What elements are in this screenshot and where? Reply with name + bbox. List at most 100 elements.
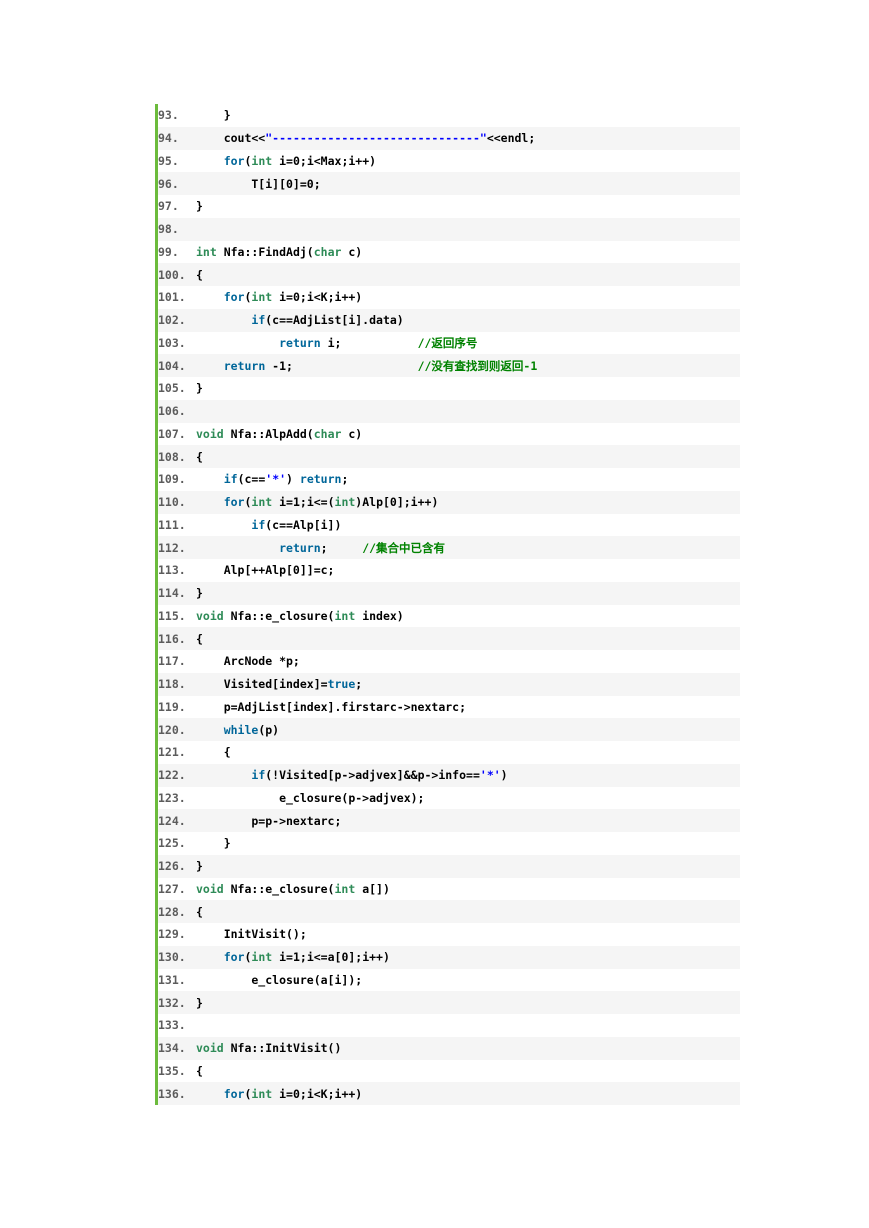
code-token: p=AdjList[index].firstarc->nextarc; (196, 699, 467, 714)
code-token: int (251, 1086, 273, 1101)
code-line: 126.} (158, 854, 740, 878)
line-number: 104. (158, 358, 186, 373)
code-line: 98. (158, 217, 740, 241)
code-token: c) (341, 426, 363, 441)
code-line: 122. if(!Visited[p->adjvex]&&p->info=='*… (158, 763, 740, 787)
line-number: 123. (158, 790, 186, 805)
code-token: for (223, 950, 245, 965)
code-line: 106. (158, 399, 740, 423)
code-token: return (223, 358, 266, 373)
line-number: 97. (158, 199, 179, 214)
code-line: 103. return i; //返回序号 (158, 332, 740, 355)
code-token: <<endl; (486, 131, 536, 146)
code-token: '*' (265, 472, 287, 487)
code-token: ( (244, 290, 252, 305)
line-number: 111. (158, 517, 186, 532)
code-line: 101. for(int i=0;i<K;i++) (158, 286, 740, 309)
code-token: if (223, 472, 238, 487)
code-line: 124. p=p->nextarc; (158, 809, 740, 832)
code-token: index) (355, 608, 404, 623)
line-code: } (196, 199, 203, 213)
code-token: } (196, 586, 203, 601)
code-token: for (223, 290, 245, 305)
line-number: 118. (158, 677, 186, 692)
code-line: 130. for(int i=1;i<=a[0];i++) (158, 945, 740, 969)
line-number: 113. (158, 563, 186, 578)
line-code: for(int i=0;i<K;i++) (196, 290, 363, 305)
code-token: int (334, 495, 356, 510)
line-number: 131. (158, 972, 186, 987)
code-token: e_closure(a[i]); (196, 972, 363, 987)
code-line: 121. { (158, 741, 740, 764)
line-number: 103. (158, 335, 186, 350)
code-line: 135. { (158, 1060, 740, 1083)
code-token: if (251, 313, 266, 328)
code-token: (p) (258, 722, 280, 737)
line-number: 134. (158, 1041, 186, 1056)
code-line: 129. InitVisit(); (158, 923, 740, 946)
code-token: ) (286, 472, 300, 487)
code-token: (c==AdjList[i].data) (265, 313, 404, 328)
code-token: )Alp[0];i++) (355, 495, 439, 510)
code-token: ) (500, 768, 508, 783)
line-number: 114. (158, 586, 186, 601)
code-token (196, 359, 224, 373)
line-code: T[i][0]=0; (196, 177, 320, 191)
line-code: InitVisit(); (196, 927, 307, 941)
code-line: 105.} (158, 377, 740, 400)
code-token: c) (341, 244, 363, 259)
code-token: ( (244, 1086, 252, 1101)
code-token: '*' (479, 768, 501, 783)
code-line: 113. Alp[++Alp[0]]=c; (158, 559, 740, 582)
code-line: 102. if(c==AdjList[i].data) (158, 308, 740, 332)
line-code: Visited[index]=true; (196, 677, 363, 691)
line-code: e_closure(p->adjvex); (196, 791, 424, 805)
code-line: 96. T[i][0]=0; (158, 172, 740, 195)
code-token: int (334, 881, 356, 896)
code-token (196, 541, 279, 555)
code-token: int (251, 153, 273, 168)
code-token: p=p->nextarc; (196, 813, 342, 828)
code-token (196, 1087, 224, 1101)
code-token (196, 723, 224, 737)
line-number: 95. (158, 153, 179, 168)
line-number: 99. (158, 244, 179, 259)
code-token: Nfa::e_closure( (223, 881, 335, 896)
code-line: 112. return; //集合中已含有 (158, 536, 740, 559)
line-number: 129. (158, 927, 186, 942)
code-token: void (196, 1041, 224, 1056)
code-token: while (223, 722, 259, 737)
code-token: } (196, 995, 203, 1010)
line-code: void Nfa::AlpAdd(char c) (196, 427, 362, 441)
code-token: int (251, 495, 273, 510)
line-code: ArcNode *p; (196, 654, 300, 668)
line-number: 101. (158, 290, 186, 305)
line-number: 135. (158, 1063, 186, 1078)
line-number: 98. (158, 222, 179, 237)
line-number: 108. (158, 449, 186, 464)
code-token (196, 495, 224, 509)
code-line: 119. p=AdjList[index].firstarc->nextarc; (158, 696, 740, 719)
code-token: } (196, 108, 231, 123)
line-number: 128. (158, 904, 186, 919)
line-code: p=AdjList[index].firstarc->nextarc; (196, 700, 466, 714)
line-code: { (196, 905, 203, 919)
code-token: { (196, 745, 231, 760)
code-line: 125. } (158, 832, 740, 855)
code-line: 100.{ (158, 263, 740, 286)
code-token: "------------------------------" (265, 131, 487, 146)
line-code: } (196, 381, 203, 395)
code-token (196, 290, 224, 304)
line-code: { (196, 745, 231, 759)
line-code: { (196, 450, 203, 464)
line-code: if(!Visited[p->adjvex]&&p->info=='*') (196, 768, 508, 783)
code-token: for (223, 153, 245, 168)
line-code: } (196, 586, 203, 600)
code-line: 123. e_closure(p->adjvex); (158, 787, 740, 810)
code-token: void (196, 426, 224, 441)
line-code: } (196, 108, 231, 122)
code-line: 111. if(c==Alp[i]) (158, 514, 740, 537)
code-line: 107.void Nfa::AlpAdd(char c) (158, 423, 740, 446)
code-token: Nfa::e_closure( (223, 608, 335, 623)
line-code: { (196, 1064, 203, 1078)
